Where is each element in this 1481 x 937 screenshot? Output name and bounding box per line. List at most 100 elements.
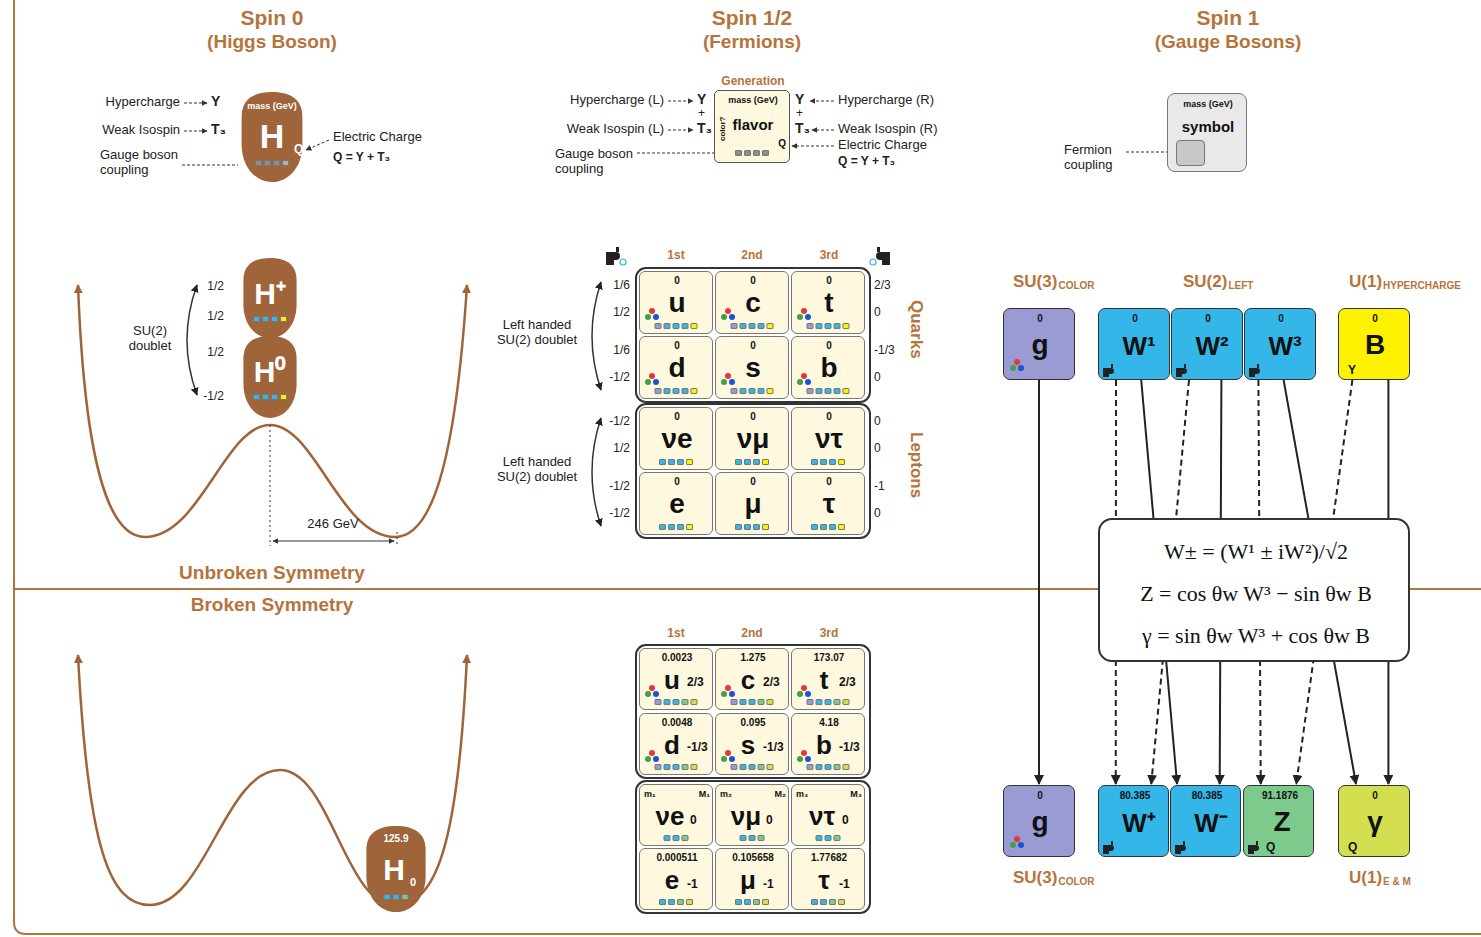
coupling-squares <box>655 323 698 329</box>
label: Hypercharge (L) <box>570 93 664 108</box>
node-text: e <box>665 867 679 893</box>
color-dot <box>797 314 803 320</box>
color-dot <box>729 691 735 697</box>
coupling-square <box>758 388 765 394</box>
coupling-square <box>731 764 738 770</box>
lepton-cell: 0.000511e-1 <box>639 848 713 910</box>
label: 1st <box>667 627 684 641</box>
quark-cell: 0.095s-1/3 <box>715 713 789 775</box>
label: Spin 1/2 <box>712 6 793 30</box>
color-dots <box>797 308 811 320</box>
color-dot <box>653 379 659 385</box>
node-text: Q <box>294 143 303 155</box>
label: 0 <box>874 507 881 521</box>
label: Weak Isospin <box>102 123 180 138</box>
hand-icon <box>1102 363 1118 377</box>
quark-cell: 0.0023u2/3 <box>639 648 713 710</box>
node-text: γ <box>1367 808 1383 836</box>
node-text: 0 <box>766 814 773 826</box>
hand-icon <box>1247 840 1263 854</box>
color-dot <box>645 756 651 762</box>
quark-cell: 0d <box>639 336 713 399</box>
color-dot <box>729 756 735 762</box>
coupling-square <box>655 388 662 394</box>
coupling-squares <box>735 899 769 905</box>
coupling-square <box>673 764 680 770</box>
lepton-cell: 0νμ <box>715 407 789 470</box>
boson-box: 0γQ <box>1338 785 1410 857</box>
node-text: W± = (W¹ ± iW²)/√2 <box>1164 541 1348 563</box>
coupling-square <box>811 459 818 465</box>
fermion-key: Generationmass (GeV)color?flavorQ <box>714 90 790 163</box>
node-text: 0 <box>826 276 832 286</box>
hand-shape <box>1248 841 1259 854</box>
coupling-square <box>659 524 666 530</box>
coupling-square <box>664 323 671 329</box>
node-text: 0 <box>1278 314 1284 324</box>
node-text: m₁ <box>644 790 656 799</box>
coupling-square <box>820 524 827 530</box>
coupling-squares <box>816 835 841 841</box>
coupling-squares <box>384 894 409 900</box>
coupling-square <box>834 764 841 770</box>
color-dots <box>1010 359 1024 371</box>
node-text: m₃ <box>796 790 808 799</box>
label: 2/3 <box>874 279 891 293</box>
label: 1/2 <box>207 346 224 360</box>
label: SU(2) doublet <box>118 324 182 354</box>
coupling-square <box>762 899 769 905</box>
node-text: 0 <box>826 477 832 487</box>
lepton-cell: 0νe <box>639 407 713 470</box>
hand-icon <box>1175 363 1191 377</box>
coupling-square <box>744 899 751 905</box>
node-text: 0.0048 <box>662 718 693 728</box>
node-text: 0.095 <box>740 718 765 728</box>
coupling-square <box>740 388 747 394</box>
node-text: ντ <box>809 803 835 829</box>
coupling-square <box>731 388 738 394</box>
node-text: 173.07 <box>814 653 845 663</box>
coupling-square <box>735 899 742 905</box>
lepton-cell: m₂M₂νμ0 <box>715 784 789 846</box>
coupling-square <box>655 323 662 329</box>
node-text: c <box>741 667 755 693</box>
color-dot <box>801 373 807 379</box>
node-text: -1 <box>687 878 698 890</box>
label: 3rd <box>820 249 839 263</box>
color-dot <box>645 691 651 697</box>
dotted-line <box>270 425 271 546</box>
drawing-part <box>620 259 626 265</box>
coupling-square <box>264 160 271 166</box>
node-text: g <box>1031 331 1048 359</box>
color-dot <box>801 685 807 691</box>
hand-icon <box>606 247 890 265</box>
coupling-squares <box>655 699 698 705</box>
node-text: 0 <box>826 412 832 422</box>
coupling-square <box>838 524 845 530</box>
coupling-square <box>825 764 832 770</box>
coupling-square <box>682 835 689 841</box>
coupling-square <box>767 323 774 329</box>
coupling-square <box>749 699 756 705</box>
drawing-part <box>810 101 834 102</box>
node-text: g <box>1031 808 1048 836</box>
coupling-square <box>807 764 814 770</box>
node-text: s <box>745 354 761 382</box>
coupling-square <box>744 150 751 156</box>
coupling-square <box>673 323 680 329</box>
coupling-square <box>691 699 698 705</box>
coupling-squares <box>731 388 774 394</box>
coupling-square <box>816 699 823 705</box>
frame-line <box>14 0 1481 934</box>
node-text: Z <box>1273 808 1290 836</box>
quark-cell: 1.275c2/3 <box>715 648 789 710</box>
node-text: H⁰ <box>254 357 287 387</box>
boson-box: 0W³ <box>1244 308 1316 380</box>
label: -1/2 <box>609 507 630 521</box>
node-text: d <box>664 732 680 758</box>
higgs-key: mass (GeV)HQ <box>232 92 312 182</box>
coupling-square <box>825 323 832 329</box>
label: T₃ <box>697 120 712 136</box>
node-text: 0 <box>750 477 756 487</box>
label: Hypercharge <box>106 95 180 110</box>
